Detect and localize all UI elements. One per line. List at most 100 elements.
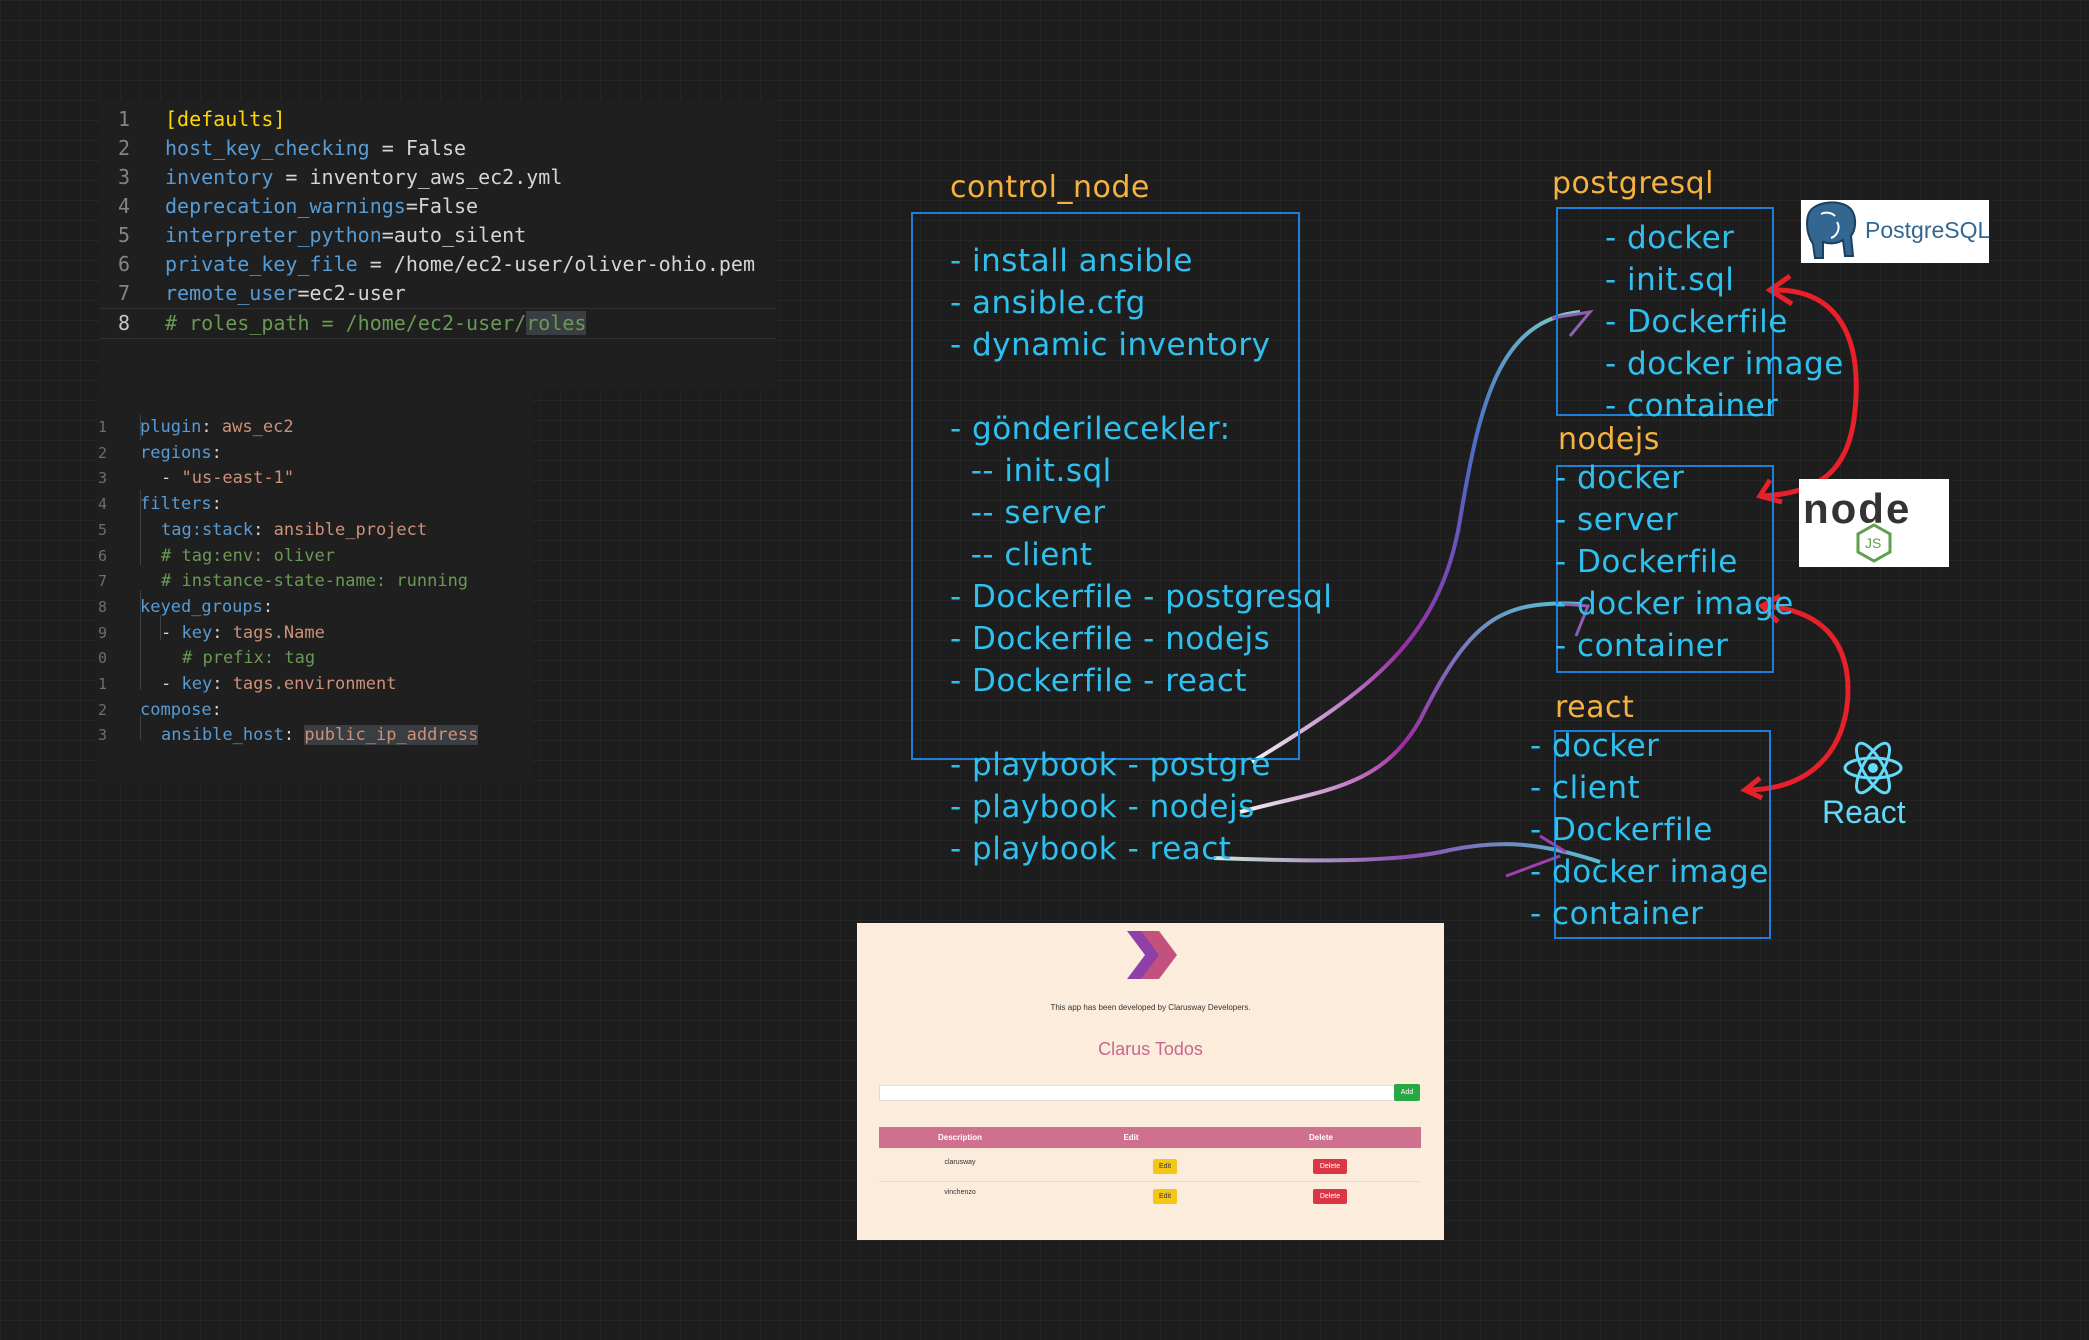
list-item: - docker image xyxy=(1530,854,1769,890)
arrow-playbook-react xyxy=(1213,842,1601,864)
code-token: tags.Name xyxy=(232,622,325,643)
code-token: key xyxy=(181,674,213,694)
delete-button[interactable]: Delete xyxy=(1313,1159,1347,1174)
line-text: tag:stack: ansible_project xyxy=(161,518,427,543)
code-token: deprecation_warnings xyxy=(165,194,406,218)
code-token: = inventory_aws_ec2.yml xyxy=(273,165,563,189)
postgresql-box xyxy=(1556,207,1774,416)
line-text: regions: xyxy=(140,441,222,466)
list-item: - Dockerfile - nodejs xyxy=(950,621,1271,657)
row-description: vinchenzo xyxy=(944,1189,976,1196)
code-token: ansible_project xyxy=(273,519,428,540)
line-text: host_key_checking = False xyxy=(165,134,466,163)
line-text: deprecation_warnings=False xyxy=(165,192,478,221)
line-number: 2 xyxy=(98,443,108,462)
code-token: : xyxy=(283,725,305,746)
line-text: compose: xyxy=(140,698,222,723)
code-token: public_ip_address xyxy=(304,725,479,746)
line-number: 6 xyxy=(117,252,130,276)
line-text: private_key_file = /home/ec2-user/oliver… xyxy=(165,250,755,279)
atom-icon xyxy=(1843,741,1903,795)
row-divider xyxy=(879,1181,1421,1182)
arrow-head xyxy=(1740,776,1764,801)
line-text: - key: tags.environment xyxy=(161,672,396,697)
code-token: host_key_checking xyxy=(165,136,370,160)
postgresql-logo-text: PostgreSQL xyxy=(1865,217,1991,243)
react-box xyxy=(1554,730,1771,939)
line-number: 3 xyxy=(98,469,108,488)
code-token: tag:stack xyxy=(161,519,254,540)
list-item: - Dockerfile - react xyxy=(950,663,1248,699)
nodejs-title: nodejs xyxy=(1558,422,1660,457)
add-button[interactable]: Add xyxy=(1394,1084,1420,1101)
code-token: : xyxy=(201,417,222,437)
code-token: regions xyxy=(140,442,212,463)
line-text: [defaults] xyxy=(165,105,285,134)
line-text: - key: tags.Name xyxy=(161,621,325,646)
arrow-head xyxy=(1505,834,1567,878)
line-text: # prefix: tag xyxy=(182,646,315,671)
line-number: 8 xyxy=(117,311,130,335)
code-token: interpreter_python xyxy=(165,223,382,247)
line-number: 1 xyxy=(117,107,130,131)
edit-button[interactable]: Edit xyxy=(1153,1159,1177,1174)
code-token: : xyxy=(212,674,233,694)
list-item: - docker xyxy=(1530,728,1660,764)
code-token: - xyxy=(161,468,182,489)
indent-guide xyxy=(160,615,161,640)
line-number: 2 xyxy=(117,136,130,160)
arrow-head xyxy=(1765,273,1794,307)
hexagon-icon xyxy=(1856,523,1892,563)
code-token: # tag:env: oliver xyxy=(161,545,335,566)
list-item: - playbook - nodejs xyxy=(950,789,1255,825)
code-line[interactable]: 6 private_key_file = /home/ec2-user/olive… xyxy=(100,250,755,279)
code-line[interactable]: 4 deprecation_warnings=False xyxy=(100,192,478,221)
code-token: =ec2-user xyxy=(297,281,406,305)
code-token: inventory xyxy=(165,165,274,189)
row-description: clarusway xyxy=(944,1159,976,1166)
code-line[interactable]: 1 [defaults] xyxy=(100,105,285,134)
line-number: 8 xyxy=(98,597,108,616)
code-line[interactable]: 2 host_key_checking = False xyxy=(100,134,466,163)
arrow-head xyxy=(1551,309,1594,337)
code-token: =False xyxy=(405,194,479,218)
red-arrow-react-to-nodejs xyxy=(1744,603,1851,793)
line-text: # instance-state-name: running xyxy=(161,569,468,594)
code-token: keyed_groups xyxy=(140,596,263,617)
delete-button[interactable]: Delete xyxy=(1313,1189,1347,1204)
list-item: - playbook - react xyxy=(950,831,1232,867)
code-token: # prefix: tag xyxy=(182,648,316,669)
nodejs-box xyxy=(1556,465,1774,673)
todo-input[interactable] xyxy=(879,1085,1399,1101)
line-number: 6 xyxy=(98,546,108,565)
list-item: - Dockerfile xyxy=(1605,304,1788,340)
line-number: 3 xyxy=(98,726,108,745)
list-item: -- client xyxy=(950,537,1093,573)
code-token: - xyxy=(161,622,182,643)
code-token: # roles_path = /home/ec2-user/ xyxy=(165,311,527,335)
nodejs-logo-text: node xyxy=(1803,485,1912,532)
line-number: 4 xyxy=(117,194,130,218)
edit-button[interactable]: Edit xyxy=(1153,1189,1177,1204)
list-item: - ansible.cfg xyxy=(950,285,1146,321)
nodejs-logo-sub: JS xyxy=(1865,535,1882,551)
list-item: - container xyxy=(1605,388,1779,424)
code-token: # instance-state-name: running xyxy=(161,571,469,592)
list-item: -- init.sql xyxy=(950,453,1112,489)
postgresql-logo: PostgreSQL xyxy=(1801,200,1991,263)
list-item: - Dockerfile xyxy=(1530,812,1713,848)
arrow-playbook-nodejs xyxy=(1239,601,1581,814)
code-token: remote_user xyxy=(165,281,298,305)
line-text: interpreter_python=auto_silent xyxy=(165,221,526,250)
code-token: roles xyxy=(526,311,587,335)
line-text: remote_user=ec2-user xyxy=(165,279,406,308)
line-text: - "us-east-1" xyxy=(161,466,294,491)
code-token: : xyxy=(253,519,274,540)
code-line[interactable]: 8 # roles_path = /home/ec2-user/roles xyxy=(100,308,776,339)
indent-guide xyxy=(140,415,141,440)
